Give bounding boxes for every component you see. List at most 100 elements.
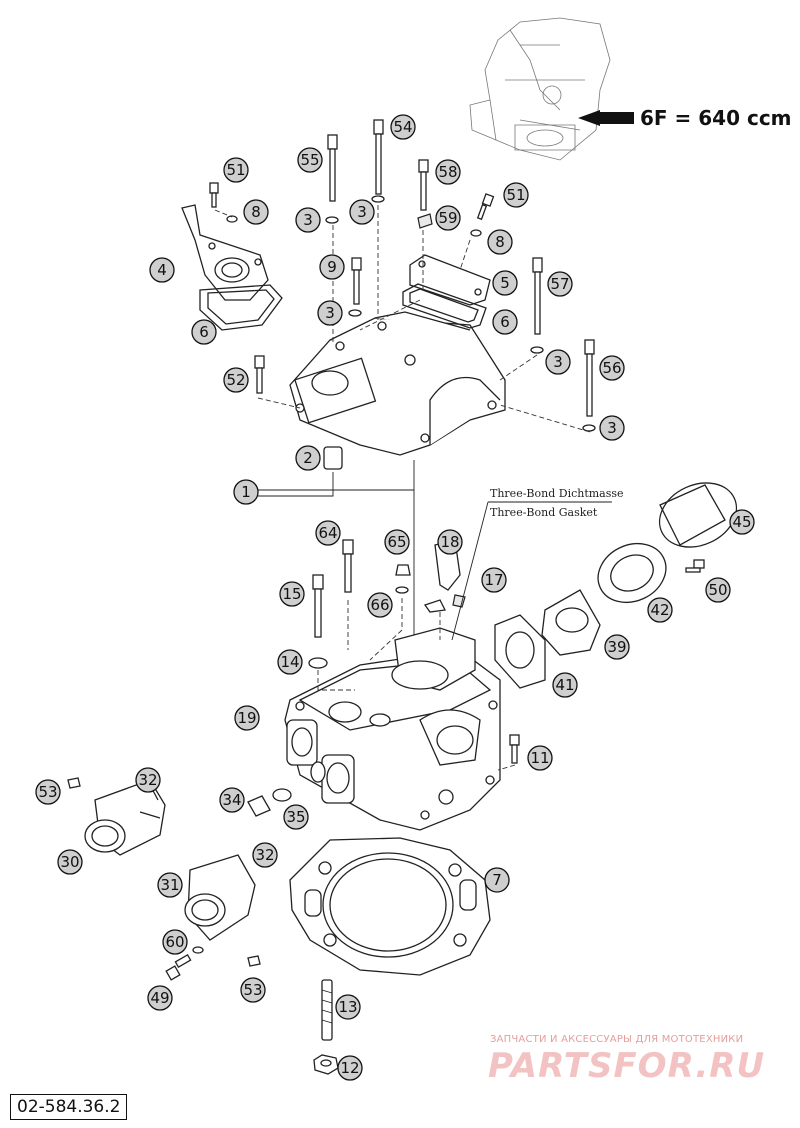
svg-text:53: 53 [243, 981, 262, 999]
svg-text:31: 31 [160, 876, 179, 894]
valve-cover [289, 311, 506, 456]
callout-3: 3 [349, 199, 375, 225]
callout-14: 14 [277, 649, 303, 675]
middle-small-parts [247, 539, 520, 1075]
svg-text:66: 66 [370, 596, 389, 614]
sealant-note-en: Three-Bond Gasket [490, 506, 598, 519]
svg-text:6: 6 [500, 313, 510, 331]
engine-inset-sketch: 6F = 640 ccm [469, 17, 792, 161]
assembly-bracket [258, 460, 415, 640]
svg-text:55: 55 [300, 151, 319, 169]
callout-51: 51 [223, 157, 249, 183]
callout-34: 34 [219, 787, 245, 813]
callout-59: 59 [435, 205, 461, 231]
svg-text:3: 3 [357, 203, 367, 221]
callout-50: 50 [705, 577, 731, 603]
middle-dashed-lines [317, 598, 516, 771]
callout-51: 51 [503, 182, 529, 208]
svg-text:3: 3 [303, 211, 313, 229]
svg-text:35: 35 [286, 808, 305, 826]
callout-41: 41 [552, 672, 578, 698]
drawing-code: 02-584.36.2 [10, 1094, 128, 1120]
svg-text:57: 57 [550, 275, 569, 293]
svg-text:39: 39 [607, 638, 626, 656]
svg-text:15: 15 [282, 585, 301, 603]
callout-6: 6 [492, 309, 518, 335]
callout-64: 64 [315, 520, 341, 546]
svg-text:11: 11 [530, 749, 549, 767]
callout-60: 60 [162, 929, 188, 955]
svg-text:6: 6 [199, 323, 209, 341]
callout-5: 5 [492, 270, 518, 296]
svg-text:58: 58 [438, 163, 457, 181]
svg-text:56: 56 [602, 359, 621, 377]
svg-text:49: 49 [150, 989, 169, 1007]
svg-text:41: 41 [555, 676, 574, 694]
svg-text:60: 60 [165, 933, 184, 951]
svg-text:45: 45 [732, 513, 751, 531]
callout-8: 8 [487, 229, 513, 255]
callout-2: 2 [295, 445, 321, 471]
callout-15: 15 [279, 581, 305, 607]
svg-text:53: 53 [38, 783, 57, 801]
exhaust-flanges [67, 777, 261, 981]
callout-31: 31 [157, 872, 183, 898]
callout-49: 49 [147, 985, 173, 1011]
callout-58: 58 [435, 159, 461, 185]
callout-7: 7 [484, 867, 510, 893]
callout-55: 55 [297, 147, 323, 173]
callout-35: 35 [283, 804, 309, 830]
svg-text:32: 32 [255, 846, 274, 864]
svg-text:30: 30 [60, 853, 79, 871]
svg-text:54: 54 [393, 118, 412, 136]
head-gasket [289, 837, 491, 976]
svg-text:7: 7 [492, 871, 502, 889]
callout-39: 39 [604, 634, 630, 660]
callout-3: 3 [317, 300, 343, 326]
svg-text:59: 59 [438, 209, 457, 227]
watermark-tagline: ЗАПЧАСТИ И АКСЕССУАРЫ ДЛЯ МОТОТЕХНИКИ [490, 1034, 744, 1045]
callout-11: 11 [527, 745, 553, 771]
svg-text:42: 42 [650, 601, 669, 619]
inset-label: 6F = 640 ccm [640, 106, 792, 130]
callout-65: 65 [384, 529, 410, 555]
callout-13: 13 [335, 994, 361, 1020]
callout-4: 4 [149, 257, 175, 283]
callout-66: 66 [367, 592, 393, 618]
callout-53: 53 [240, 977, 266, 1003]
svg-text:32: 32 [138, 771, 157, 789]
callout-56: 56 [599, 355, 625, 381]
callout-45: 45 [729, 509, 755, 535]
sealant-note: Three-Bond Dichtmasse Three-Bond Gasket [451, 487, 624, 641]
callout-8: 8 [243, 199, 269, 225]
callout-42: 42 [647, 597, 673, 623]
callout-32: 32 [135, 767, 161, 793]
svg-text:12: 12 [340, 1059, 359, 1077]
svg-text:64: 64 [318, 524, 337, 542]
upper-bolts [209, 119, 596, 470]
callout-1: 1 [233, 479, 259, 505]
svg-text:52: 52 [226, 371, 245, 389]
svg-text:51: 51 [506, 186, 525, 204]
callout-3: 3 [545, 349, 571, 375]
callout-3: 3 [599, 415, 625, 441]
callout-19: 19 [234, 705, 260, 731]
svg-text:3: 3 [325, 304, 335, 322]
svg-text:50: 50 [708, 581, 727, 599]
watermark-logo: PARTSFOR.RU [488, 1046, 766, 1086]
callout-52: 52 [223, 367, 249, 393]
callout-30: 30 [57, 849, 83, 875]
callout-53: 53 [35, 779, 61, 805]
cover-plate [402, 254, 491, 329]
callout-12: 12 [337, 1055, 363, 1081]
svg-text:4: 4 [157, 261, 167, 279]
svg-text:18: 18 [440, 533, 459, 551]
svg-text:1: 1 [241, 483, 251, 501]
svg-text:3: 3 [607, 419, 617, 437]
callout-18: 18 [437, 529, 463, 555]
svg-text:2: 2 [303, 449, 313, 467]
svg-text:8: 8 [251, 203, 261, 221]
svg-text:51: 51 [226, 161, 245, 179]
svg-text:17: 17 [484, 571, 503, 589]
